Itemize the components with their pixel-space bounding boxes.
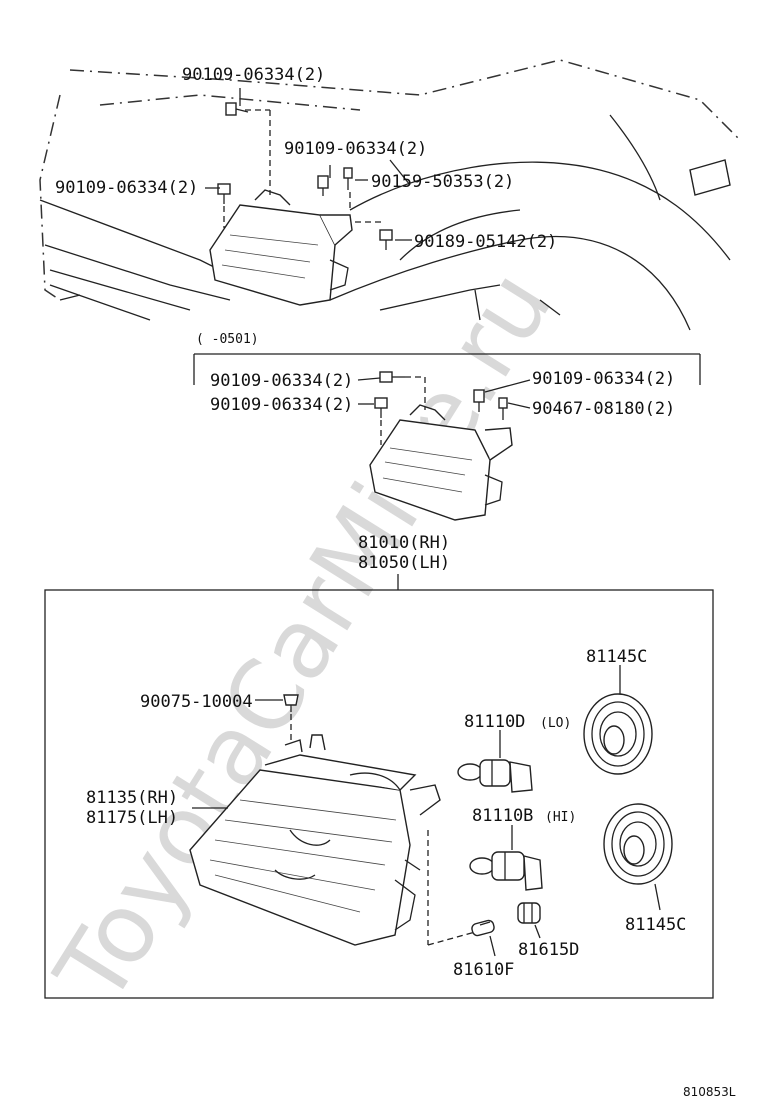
bolt-icon (225, 102, 249, 116)
label-assembly-rh: 81010(RH) (358, 533, 450, 553)
top-leaders (205, 88, 412, 241)
diagram-id: 810853L (683, 1085, 736, 1099)
middle-fasteners (374, 371, 508, 420)
range-label: ( -0501) (196, 332, 259, 347)
small-bulb-icon (471, 919, 495, 937)
label-assembly-lh: 81050(LH) (358, 553, 450, 573)
label-bolt-a: 90109-06334(2) (182, 65, 325, 85)
label-cover-top: 81145C (586, 647, 647, 667)
lamp-bulb-dash-2 (427, 931, 476, 946)
top-headlamp-drawing (209, 189, 353, 306)
middle-headlamp-drawing (369, 404, 513, 521)
pin-icon (283, 694, 299, 712)
assembly-frame (44, 589, 714, 999)
bolt-icon (374, 397, 388, 418)
middle-bracket (193, 353, 701, 385)
label-bolt-c: 90109-06334(2) (55, 178, 198, 198)
bolt-icon (217, 183, 231, 204)
clip-icon (379, 229, 393, 250)
dust-cover-bottom-icon (603, 803, 673, 885)
screw-icon (343, 167, 353, 190)
main-headlamp-drawing (189, 734, 441, 946)
label-pin: 90075-10004 (140, 692, 253, 712)
label-cover-bottom: 81145C (625, 915, 686, 935)
dust-cover-top-icon (583, 693, 653, 775)
bolt-icon (473, 389, 485, 412)
middle-leaders (357, 376, 531, 445)
bulb-lo-icon (457, 759, 533, 793)
label-bulb-lo-tag: (LO) (540, 716, 571, 731)
cover-bottom-leader (654, 883, 661, 911)
vehicle-outline (39, 59, 741, 331)
label-screw-d: 90159-50353(2) (371, 172, 514, 192)
socket-icon (517, 902, 541, 924)
label-socket: 81615D (518, 940, 579, 960)
label-bulb-hi: 81110B (472, 806, 533, 826)
small-bulb-leader (489, 935, 496, 957)
label-clip-e: 90189-05142(2) (414, 232, 557, 252)
label-small-bulb: 81610F (453, 960, 514, 980)
screw-icon (498, 397, 508, 420)
label-bulb-lo: 81110D (464, 712, 525, 732)
socket-leader (534, 924, 541, 939)
label-mid-bolt-left-1: 90109-06334(2) (210, 371, 353, 391)
bulb-hi-icon (469, 851, 543, 891)
label-mid-bolt-left-2: 90109-06334(2) (210, 395, 353, 415)
label-lens-lh: 81175(LH) (86, 808, 178, 828)
top-fasteners (217, 102, 393, 250)
label-bulb-hi-tag: (HI) (545, 810, 576, 825)
label-lens-rh: 81135(RH) (86, 788, 178, 808)
bolt-icon (379, 371, 405, 383)
label-mid-bolt-right-1: 90109-06334(2) (532, 369, 675, 389)
bolt-icon (317, 175, 329, 196)
label-bolt-b: 90109-06334(2) (284, 139, 427, 159)
label-mid-screw-right-2: 90467-08180(2) (532, 399, 675, 419)
